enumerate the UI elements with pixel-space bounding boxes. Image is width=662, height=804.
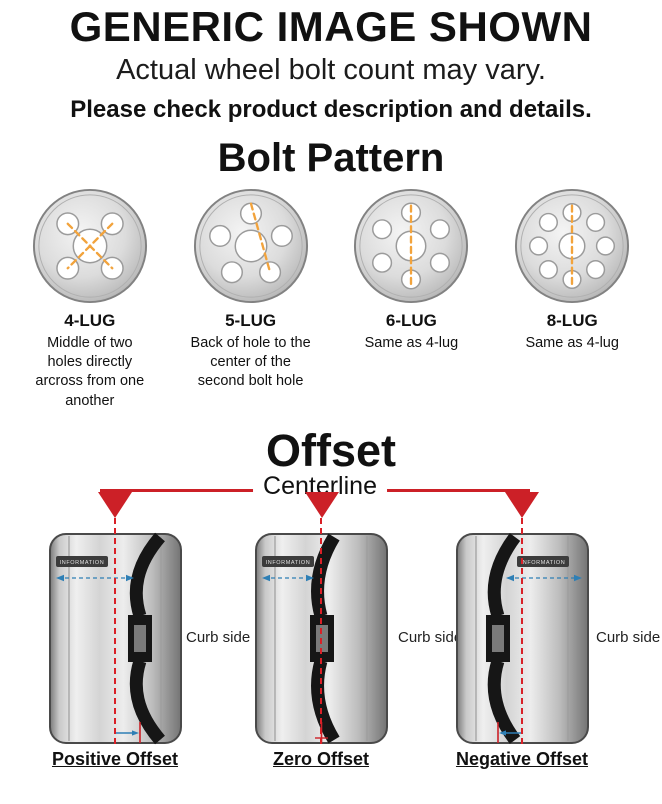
- lug-5-wheel-icon: [193, 189, 308, 304]
- positive-offset-label: Positive Offset: [51, 748, 179, 769]
- wheel-disc: [311, 533, 340, 744]
- negative-offset-label: Negative Offset: [455, 748, 589, 769]
- lug-8-description: Same as 4-lug: [525, 335, 619, 352]
- watermark-text: INFORMATION: [521, 560, 566, 566]
- measure-dash-line: [66, 222, 114, 270]
- lug-8-label: 8-LUG: [546, 311, 598, 331]
- width-measure-arrow: [262, 574, 314, 581]
- offset-diagram: Centerline INFORMATION: [0, 471, 662, 779]
- curb-side-label: Curb side: [596, 628, 661, 646]
- lug-5-label: 5-LUG: [225, 311, 277, 331]
- offset-measure: [497, 721, 521, 743]
- lug-5-description: Back of hole to the center of the second…: [190, 335, 311, 390]
- bolt-pattern-title: Bolt Pattern: [217, 136, 445, 181]
- watermark-text: INFORMATION: [266, 560, 311, 566]
- centerline-dash: [114, 517, 116, 744]
- lug-8-item: 8-LUG Same as 4-lug: [493, 187, 651, 353]
- lug-6-item: 6-LUG Same as 4-lug: [332, 187, 490, 353]
- wheel-disc: [129, 532, 166, 744]
- centerline-dash: [320, 517, 322, 744]
- wheel-infographic: GENERIC IMAGE SHOWN Actual wheel bolt co…: [0, 3, 662, 804]
- lug-row: 4-LUG Middle of two holes directly arcro…: [0, 187, 662, 411]
- centerline-dash: [521, 517, 523, 744]
- centerline-marker-icon: [98, 491, 132, 518]
- watermark-text: INFORMATION: [60, 560, 105, 566]
- width-measure-arrow: [56, 574, 134, 581]
- lug-6-label: 6-LUG: [385, 311, 437, 331]
- page-title: GENERIC IMAGE SHOWN: [69, 3, 593, 50]
- lug-4-wheel-icon: [32, 189, 147, 304]
- lug-8-wheel-icon: [515, 189, 630, 304]
- center-bore: [234, 229, 268, 263]
- curb-side-label: Curb side: [186, 628, 251, 646]
- offset-section: Offset Centerline: [0, 425, 662, 779]
- centerline-marker-icon: [305, 491, 339, 518]
- lug-4-item: 4-LUG Middle of two holes directly arcro…: [11, 187, 169, 411]
- curb-side-label: Curb side: [398, 628, 463, 646]
- measure-dash-line: [249, 202, 271, 274]
- note-text: Please check product description and det…: [70, 96, 592, 124]
- subtitle: Actual wheel bolt count may vary.: [116, 54, 546, 87]
- lug-4-label: 4-LUG: [64, 311, 116, 331]
- bolt-pattern-section: Bolt Pattern 4: [0, 136, 662, 411]
- centerline-marker-icon: [505, 491, 539, 518]
- zero-offset-label: Zero Offset: [272, 748, 370, 769]
- wheel-disc: [487, 532, 521, 744]
- header: GENERIC IMAGE SHOWN Actual wheel bolt co…: [0, 3, 662, 124]
- lug-6-wheel-icon: [354, 189, 469, 304]
- offset-title: Offset: [265, 424, 396, 476]
- lug-5-item: 5-LUG Back of hole to the center of the …: [172, 187, 330, 391]
- lug-6-description: Same as 4-lug: [364, 335, 459, 352]
- offset-measure: [116, 721, 141, 743]
- width-measure-arrow: [506, 574, 582, 581]
- lug-4-description: Middle of two holes directly arcross fro…: [35, 335, 145, 409]
